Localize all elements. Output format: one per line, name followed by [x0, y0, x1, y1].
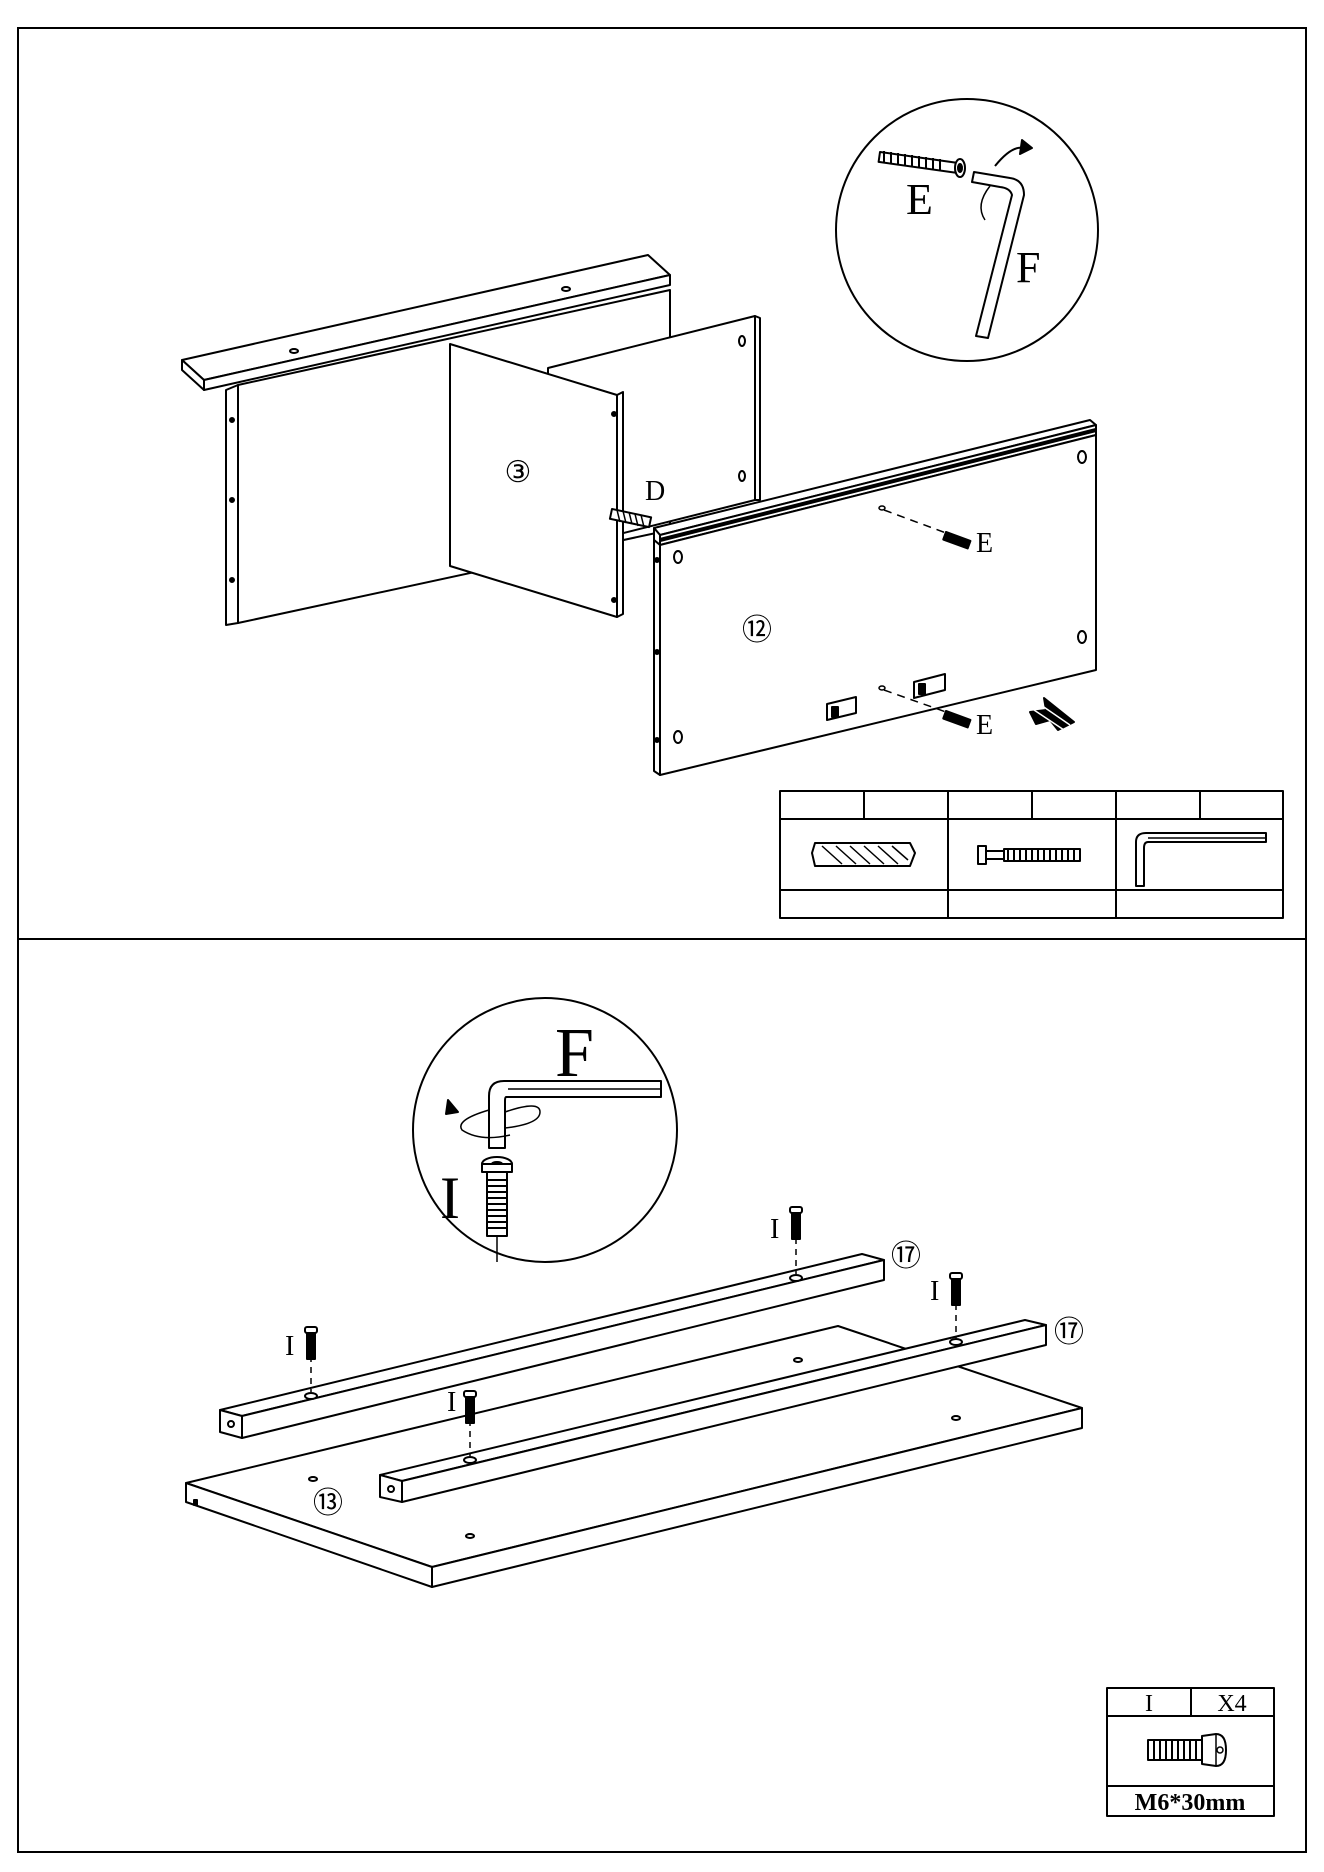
detail-label-f: F — [555, 1015, 594, 1092]
bolt-label-i: I — [770, 1214, 779, 1245]
bolt-label-i: I — [447, 1387, 456, 1418]
detail-label-e: E — [906, 175, 933, 224]
bolt-label-i: I — [930, 1276, 939, 1307]
bolt-i-back-left — [305, 1327, 317, 1392]
part-label-panel-12: ⑫ — [742, 613, 772, 648]
detail-label-f: F — [1016, 243, 1040, 292]
label-d: D — [645, 476, 665, 507]
wooden-dowel-icon — [812, 843, 915, 866]
detail-label-i: I — [440, 1165, 460, 1231]
part-label-panel-3: ③ — [505, 455, 532, 490]
push-direction-arrow — [1030, 698, 1074, 730]
label-e-lower: E — [976, 710, 993, 741]
hardware-table-step1 — [780, 791, 1283, 918]
label-e-upper: E — [976, 528, 993, 559]
detail-circle-cam-bolt — [836, 99, 1098, 361]
part-label-panel-13: ⑬ — [313, 1486, 343, 1521]
hardware-spec: M6*30mm — [1135, 1790, 1246, 1816]
hardware-quantity: X4 — [1217, 1691, 1246, 1717]
part-label-rail-17-back: ⑰ — [891, 1239, 921, 1274]
hardware-part-label: I — [1145, 1691, 1153, 1717]
step-1: ③ D ⑫ — [182, 99, 1283, 918]
step-2: ⑬ ⑰ ⑰ — [186, 998, 1274, 1816]
bolt-i-front-right — [950, 1273, 962, 1338]
bolt-label-i: I — [285, 1331, 294, 1362]
bolt-i-back-right — [790, 1207, 802, 1274]
part-label-rail-17-front: ⑰ — [1054, 1315, 1084, 1350]
